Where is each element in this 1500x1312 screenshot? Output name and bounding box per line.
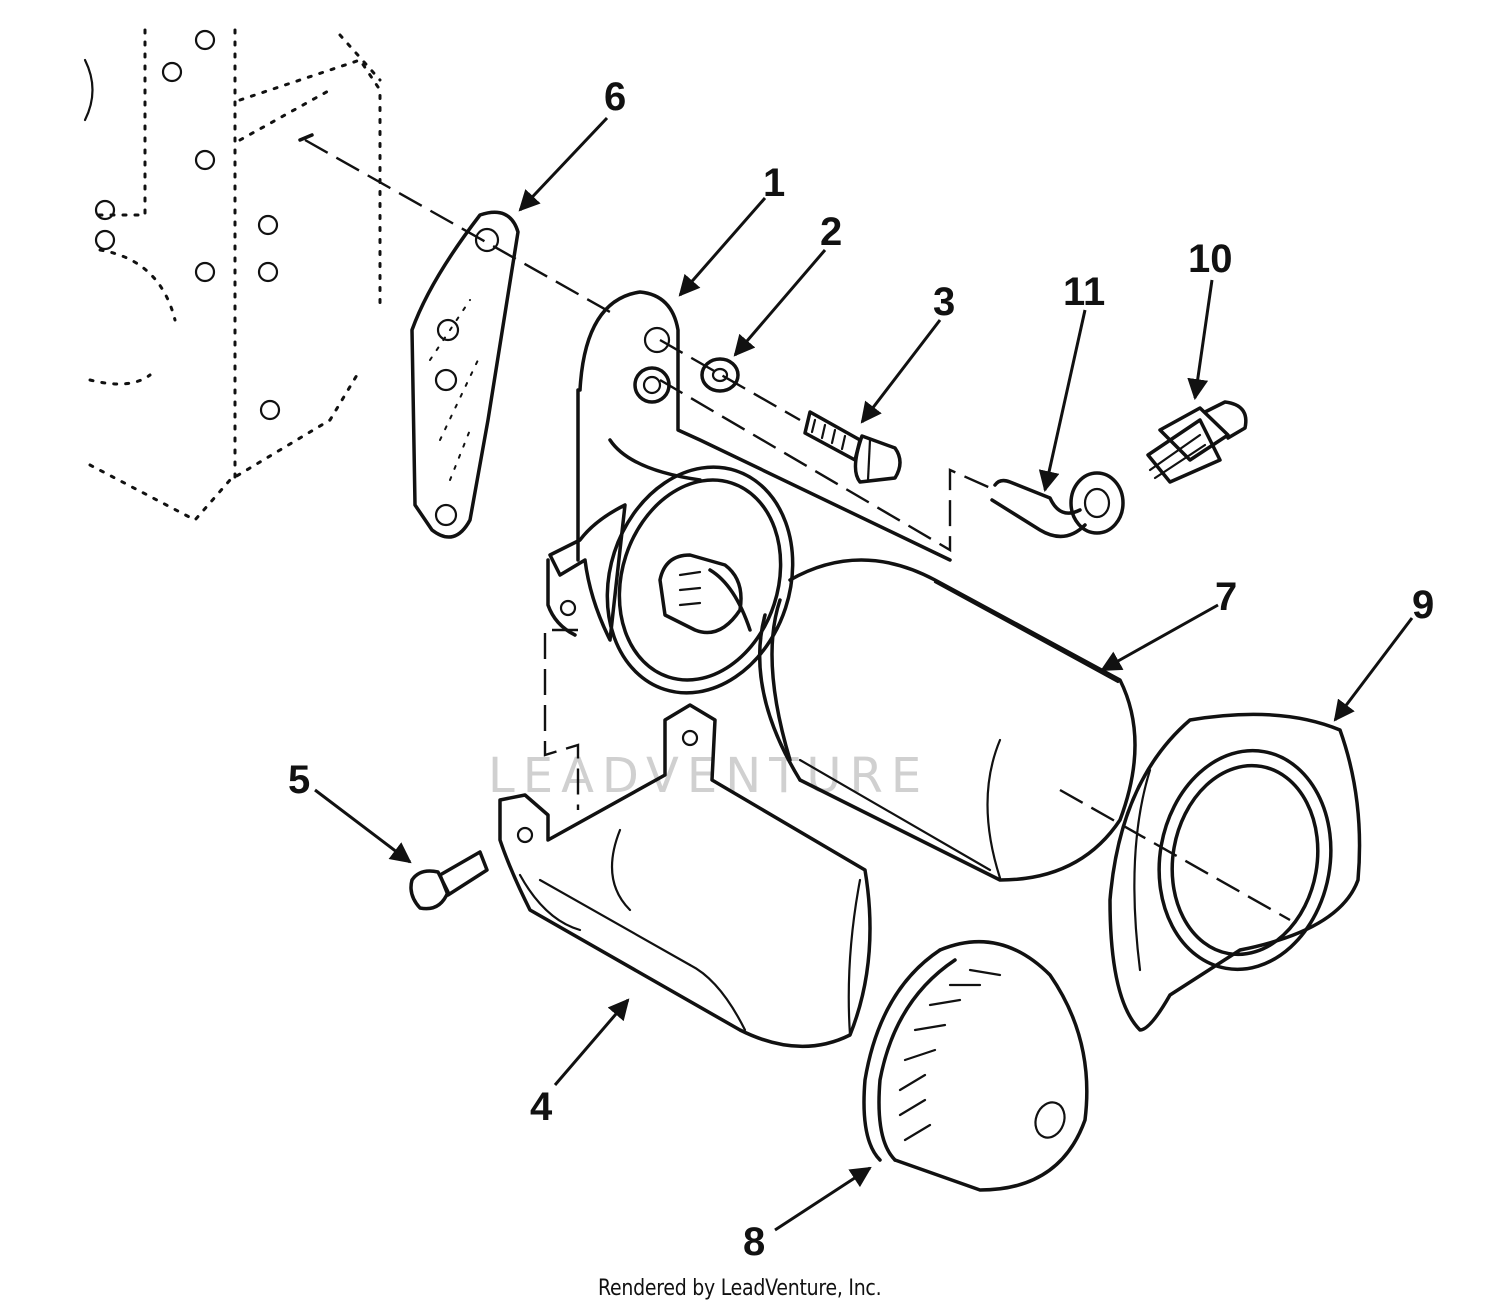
elbow-fitting	[990, 471, 1125, 539]
assembly-line-lower	[543, 628, 580, 810]
cover	[1108, 712, 1362, 1032]
assembly-line-elbow	[659, 378, 996, 553]
callout-3: 3	[933, 280, 955, 324]
bracket	[576, 290, 952, 562]
air-cleaner-base	[546, 465, 795, 695]
bolt	[803, 410, 902, 484]
callout-8: 8	[743, 1220, 765, 1264]
assembly-line-upper	[304, 138, 611, 314]
assembly-line-axis	[1059, 788, 1291, 922]
callout-2: 2	[820, 210, 842, 254]
callout-7: 7	[1215, 575, 1237, 619]
callout-4: 4	[530, 1085, 553, 1129]
washer	[700, 357, 740, 393]
screw	[409, 850, 489, 911]
engine-block	[83, 28, 382, 522]
callout-9: 9	[1412, 583, 1434, 627]
mounting-plate	[410, 210, 520, 539]
check-valve	[1146, 400, 1248, 484]
callout-1: 1	[763, 161, 785, 205]
filter-element	[757, 558, 1137, 882]
precleaner	[862, 939, 1089, 1192]
callout-6: 6	[604, 75, 626, 119]
render-credit: Rendered by LeadVenture, Inc.	[598, 1276, 882, 1301]
retaining-strap	[498, 703, 872, 1049]
watermark: LEADVENTURE	[488, 748, 929, 804]
callout-10: 10	[1188, 237, 1233, 281]
leader-arrows	[314, 116, 1414, 1232]
callout-5: 5	[288, 758, 310, 802]
assembly-line-bolt	[659, 338, 801, 422]
callout-11: 11	[1063, 270, 1105, 314]
